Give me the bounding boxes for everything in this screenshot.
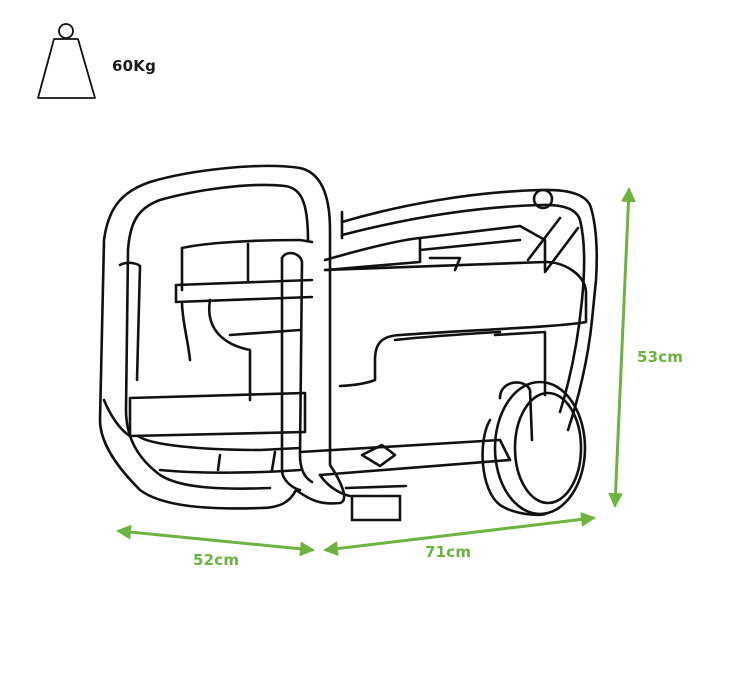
- width-label: 52cm: [193, 551, 240, 569]
- generator-outline-icon: [98, 164, 599, 522]
- dimension-arrows: [116, 187, 636, 557]
- weight-icon: [37, 23, 96, 99]
- length-label: 71cm: [425, 543, 472, 561]
- height-label: 53cm: [637, 348, 684, 366]
- height-arrow: [608, 187, 636, 508]
- length-arrow: [323, 511, 596, 557]
- width-arrow: [116, 524, 315, 557]
- weight-value: 60Kg: [112, 57, 157, 75]
